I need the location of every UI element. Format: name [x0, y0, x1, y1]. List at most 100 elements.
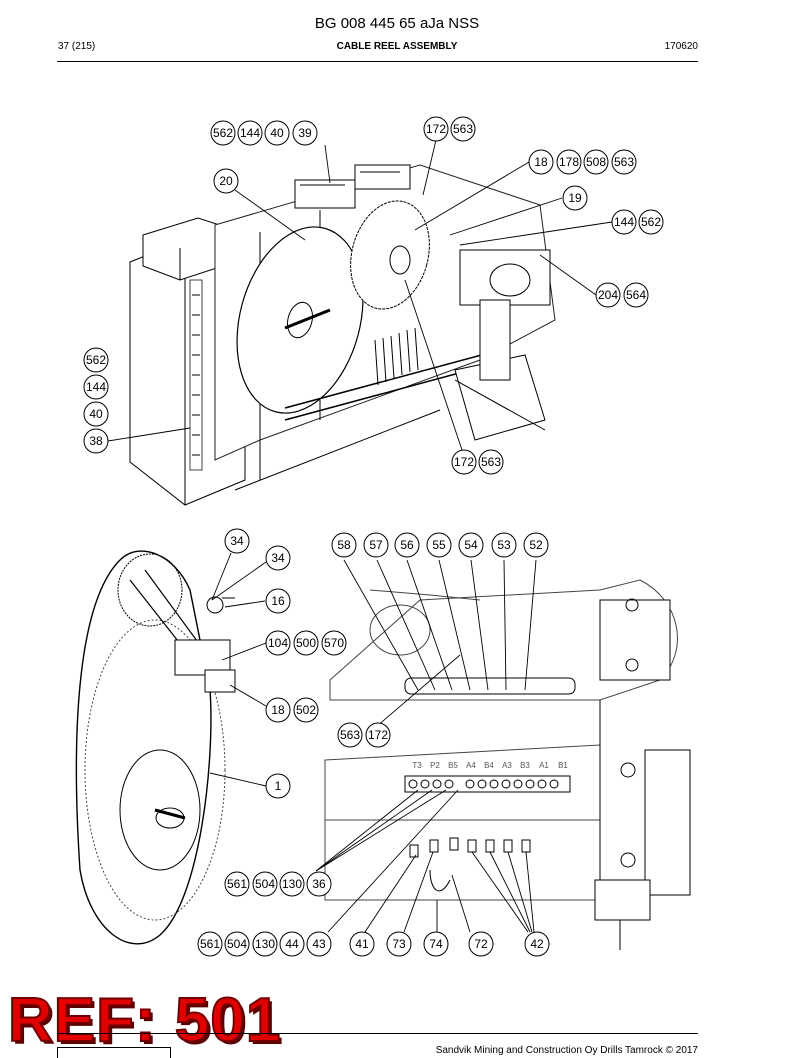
svg-text:44: 44: [285, 937, 299, 951]
reel-drive-illustration: [75, 550, 236, 945]
item-balloon: 562: [83, 347, 109, 373]
item-balloons: 562 144 40 39 172 563 18 178 508 563 20 …: [83, 116, 664, 957]
item-balloon: 144: [611, 209, 637, 235]
svg-text:18: 18: [534, 155, 548, 169]
item-balloon: 19: [562, 185, 588, 211]
port-label: A3: [502, 761, 512, 770]
item-balloon: 16: [265, 588, 291, 614]
svg-text:502: 502: [296, 703, 316, 717]
svg-text:43: 43: [312, 937, 326, 951]
svg-text:562: 562: [641, 215, 661, 229]
svg-text:172: 172: [426, 122, 446, 136]
manifold-port-labels: T3 P2 B5 A4 B4 A3 B3 A1 B1: [412, 761, 568, 770]
item-balloon: 40: [83, 401, 109, 427]
item-balloon: 34: [265, 545, 291, 571]
item-balloon: 508: [583, 149, 609, 175]
item-balloon: 562: [638, 209, 664, 235]
item-balloon: 18: [528, 149, 554, 175]
port-label: B4: [484, 761, 494, 770]
item-balloon: 570: [321, 630, 347, 656]
item-balloon: 52: [523, 532, 549, 558]
svg-text:55: 55: [432, 538, 446, 552]
svg-text:504: 504: [227, 937, 247, 951]
item-balloon: 39: [292, 120, 318, 146]
svg-text:18: 18: [271, 703, 285, 717]
item-balloon: 172: [451, 449, 477, 475]
item-balloon: 72: [468, 931, 494, 957]
document-number: BG 008 445 65 aJa NSS: [314, 15, 480, 32]
item-balloon: 41: [349, 931, 375, 957]
page-title: CABLE REEL ASSEMBLY: [336, 41, 458, 52]
svg-text:1: 1: [275, 779, 282, 793]
item-balloon: 55: [426, 532, 452, 558]
svg-text:40: 40: [270, 126, 284, 140]
copyright-text: Sandvik Mining and Construction Oy Drill…: [435, 1045, 698, 1056]
item-balloon: 43: [306, 931, 332, 957]
svg-text:500: 500: [296, 636, 316, 650]
svg-text:562: 562: [213, 126, 233, 140]
svg-text:72: 72: [474, 937, 488, 951]
item-balloon: 172: [365, 722, 391, 748]
svg-text:144: 144: [240, 126, 260, 140]
item-balloon: 73: [386, 931, 412, 957]
port-label: B1: [558, 761, 568, 770]
svg-text:130: 130: [282, 877, 302, 891]
upper-assembly-illustration: [129, 164, 556, 506]
item-balloon: 40: [264, 120, 290, 146]
svg-text:41: 41: [355, 937, 369, 951]
item-balloon: 44: [279, 931, 305, 957]
item-balloon: 502: [293, 697, 319, 723]
svg-text:178: 178: [559, 155, 579, 169]
item-balloon: 42: [524, 931, 550, 957]
svg-text:52: 52: [529, 538, 543, 552]
svg-text:34: 34: [271, 551, 285, 565]
svg-text:563: 563: [481, 455, 501, 469]
svg-text:16: 16: [271, 594, 285, 608]
svg-text:508: 508: [586, 155, 606, 169]
item-balloon: 504: [224, 931, 250, 957]
item-balloon: 563: [611, 149, 637, 175]
item-balloon: 561: [224, 871, 250, 897]
item-balloon: 104: [265, 630, 291, 656]
svg-text:130: 130: [255, 937, 275, 951]
svg-text:56: 56: [400, 538, 414, 552]
svg-text:74: 74: [429, 937, 443, 951]
svg-text:73: 73: [392, 937, 406, 951]
page-number: 37 (215): [58, 41, 96, 52]
item-balloon: 58: [331, 532, 357, 558]
svg-text:36: 36: [312, 877, 326, 891]
svg-text:39: 39: [298, 126, 312, 140]
leader-lines: [107, 139, 613, 933]
svg-text:19: 19: [568, 191, 582, 205]
item-balloon: 504: [252, 871, 278, 897]
item-balloon: 562: [210, 120, 236, 146]
svg-text:42: 42: [530, 937, 544, 951]
item-balloon: 54: [458, 532, 484, 558]
item-balloon: 144: [83, 374, 109, 400]
item-balloon: 561: [197, 931, 223, 957]
svg-text:144: 144: [614, 215, 634, 229]
svg-text:204: 204: [598, 288, 618, 302]
port-label: A4: [466, 761, 476, 770]
svg-text:57: 57: [369, 538, 383, 552]
item-balloon: 38: [83, 428, 109, 454]
document-date: 170620: [664, 41, 698, 52]
item-balloon: 1: [265, 773, 291, 799]
svg-text:54: 54: [464, 538, 478, 552]
svg-text:504: 504: [255, 877, 275, 891]
reference-watermark: REF: 501: [7, 985, 282, 1056]
svg-text:53: 53: [497, 538, 511, 552]
item-balloon: 130: [279, 871, 305, 897]
item-balloon: 74: [423, 931, 449, 957]
port-label: P2: [430, 761, 440, 770]
svg-text:34: 34: [230, 534, 244, 548]
header-divider: [57, 61, 698, 62]
item-balloon: 563: [478, 449, 504, 475]
port-label: B5: [448, 761, 458, 770]
port-label: A1: [539, 761, 549, 770]
footer-divider: [57, 1033, 698, 1034]
item-balloon: 56: [394, 532, 420, 558]
svg-text:561: 561: [227, 877, 247, 891]
svg-text:563: 563: [614, 155, 634, 169]
